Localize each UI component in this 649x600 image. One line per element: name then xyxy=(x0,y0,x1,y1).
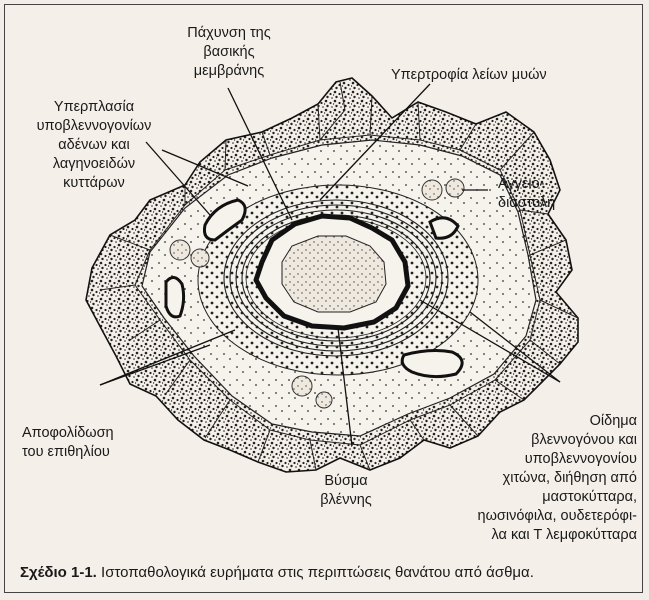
label-vasodilation: Αγγειο- διαστολή xyxy=(498,175,555,213)
figure-caption: Σχέδιο 1-1. Ιστοπαθολογικά ευρήματα στις… xyxy=(20,564,534,581)
label-mucus-plug: Βύσμα βλέννης xyxy=(296,472,396,510)
mucus-plug xyxy=(282,236,386,312)
label-basement-membrane: Πάχυνση της βασικής μεμβράνης xyxy=(159,24,299,81)
caption-number: Σχέδιο 1-1. xyxy=(20,564,97,581)
label-mucosal-edema: Οίδημα βλεννογόνου και υποβλεννογονίου χ… xyxy=(397,412,637,545)
label-gland-hyperplasia: Υπερπλασία υποβλεννογονίων αδένων και λα… xyxy=(14,98,174,193)
caption-text: Ιστοπαθολογικά ευρήματα στις περιπτώσεις… xyxy=(97,564,534,581)
label-epithelial-desquamation: Αποφολίδωση του επιθηλίου xyxy=(22,424,114,462)
label-smooth-muscle-hypertrophy: Υπερτροφία λείων μυών xyxy=(391,66,547,85)
